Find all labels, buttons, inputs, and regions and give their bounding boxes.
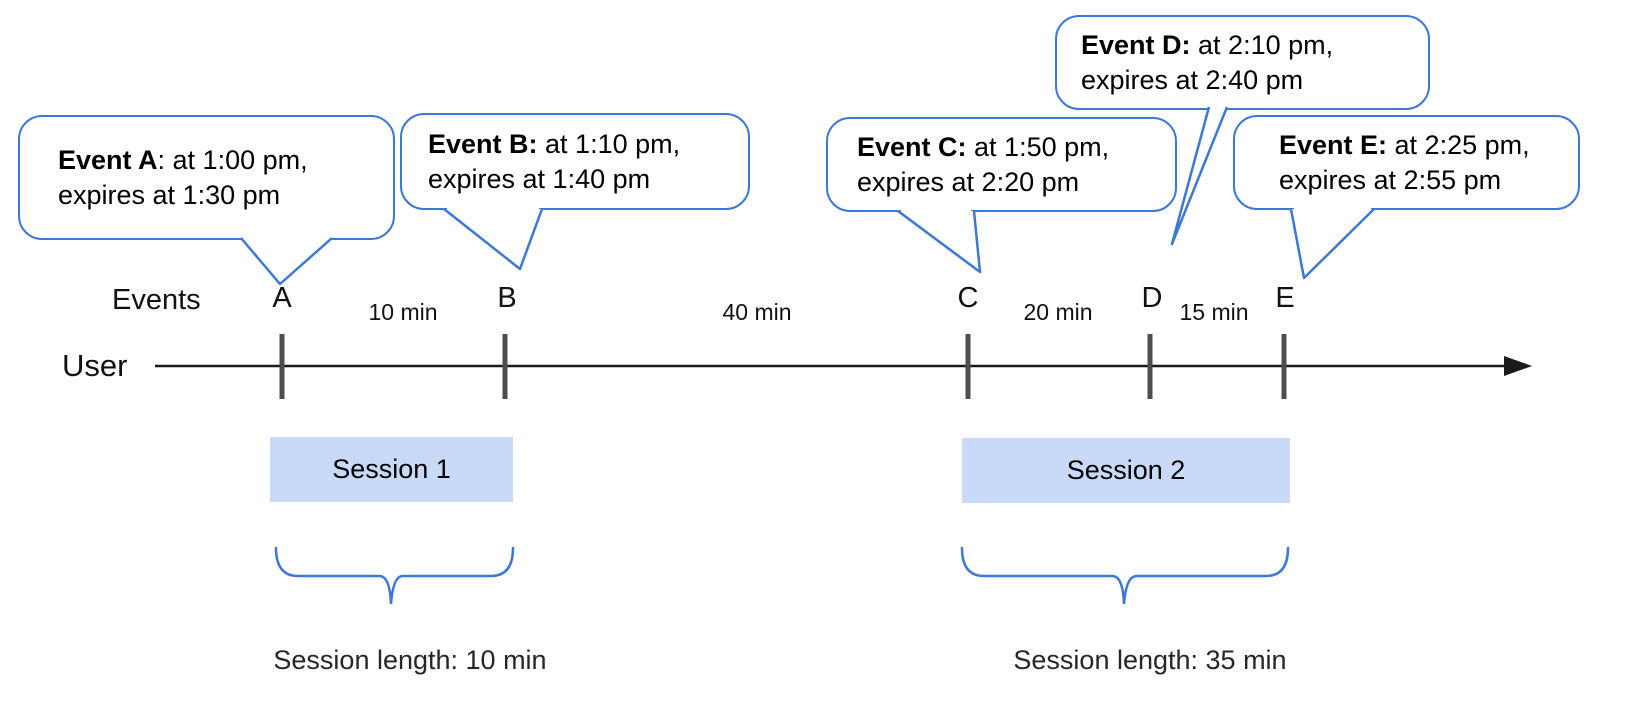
event-c-bubble: Event C: at 1:50 pm, expires at 2:20 pm <box>826 117 1177 212</box>
event-d-bubble-line2: expires at 2:40 pm <box>1081 64 1304 95</box>
session-2-length-label: Session length: 35 min <box>1013 645 1287 675</box>
session-1-length-label: Session length: 10 min <box>273 645 547 675</box>
event-c-bubble-title: Event C: <box>857 131 967 162</box>
event-letter-a: A <box>272 282 292 314</box>
session-1-brace <box>274 546 515 605</box>
event-e-bubble-line2: expires at 2:55 pm <box>1279 164 1502 195</box>
event-c-bubble-line2: expires at 2:20 pm <box>857 166 1080 197</box>
event-b-bubble-line1: Event B: at 1:10 pm, <box>428 128 681 159</box>
event-b-bubble: Event B: at 1:10 pm, expires at 1:40 pm <box>400 113 750 210</box>
event-letter-d: D <box>1141 282 1163 314</box>
event-d-bubble-line1: Event D: at 2:10 pm, <box>1081 29 1334 60</box>
bubble-tail-e <box>1289 208 1375 280</box>
event-a-bubble-line2: expires at 1:30 pm <box>58 179 281 210</box>
event-a-bubble-line1: Event A: at 1:00 pm, <box>58 144 308 175</box>
gap-label-b-c: 40 min <box>722 299 792 325</box>
session-2-box: Session 2 <box>962 438 1290 503</box>
bubble-tail-b <box>443 208 544 271</box>
session-1-box: Session 1 <box>270 437 513 502</box>
gap-label-a-b: 10 min <box>368 299 438 325</box>
bubble-tail-d <box>1170 106 1229 246</box>
gap-label-d-e: 15 min <box>1179 299 1249 325</box>
event-letter-e: E <box>1275 282 1295 314</box>
event-e-bubble-title: Event E: <box>1279 129 1388 160</box>
event-letter-b: B <box>497 282 517 314</box>
event-e-bubble: Event E: at 2:25 pm, expires at 2:55 pm <box>1233 115 1580 210</box>
timeline-arrowhead-icon <box>1504 356 1532 376</box>
event-d-bubble-title: Event D: <box>1081 29 1191 60</box>
events-axis-label: Events <box>112 284 201 316</box>
event-a-bubble: Event A: at 1:00 pm, expires at 1:30 pm <box>18 115 395 240</box>
event-letter-c: C <box>957 282 979 314</box>
gap-label-c-d: 20 min <box>1023 299 1093 325</box>
event-c-bubble-line1: Event C: at 1:50 pm, <box>857 131 1110 162</box>
bubble-tail-c <box>897 209 982 274</box>
user-axis-label: User <box>62 348 128 383</box>
bubble-tail-a <box>240 237 333 286</box>
event-e-bubble-line1: Event E: at 2:25 pm, <box>1279 129 1530 160</box>
event-b-bubble-line2: expires at 1:40 pm <box>428 163 651 194</box>
event-a-bubble-title: Event A <box>58 144 158 175</box>
session-2-brace <box>960 546 1290 605</box>
event-b-bubble-title: Event B: <box>428 128 538 159</box>
event-d-bubble: Event D: at 2:10 pm, expires at 2:40 pm <box>1055 15 1430 110</box>
